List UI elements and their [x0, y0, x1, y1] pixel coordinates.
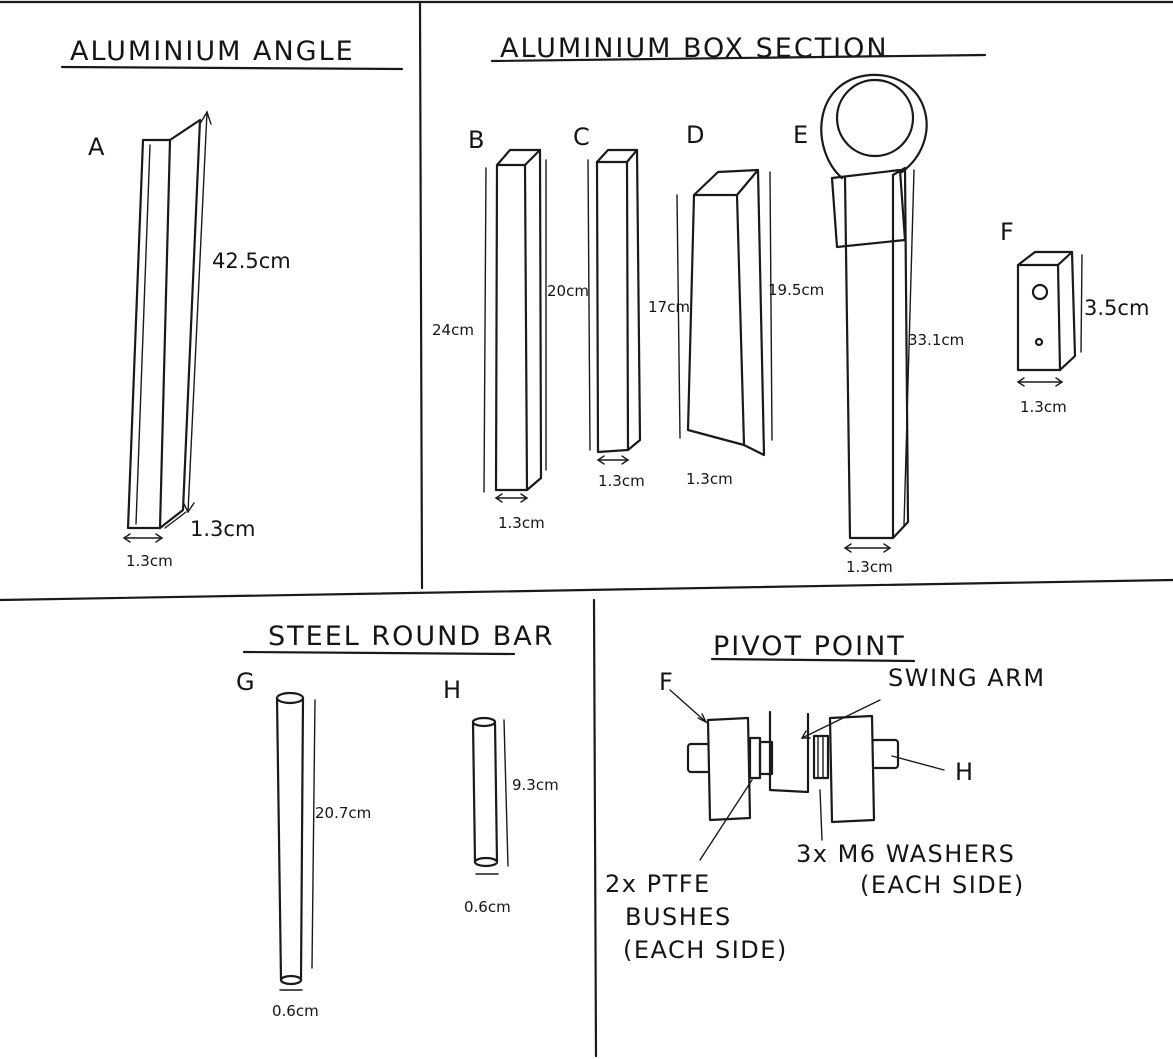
- part-g-length-label: 20.7cm: [315, 804, 371, 822]
- part-h-diameter-label: 0.6cm: [464, 898, 511, 916]
- part-h-length-label: 9.3cm: [512, 776, 559, 794]
- part-e-length-label: 33.1cm: [908, 331, 964, 349]
- pivot-label-bushes-1: 2x PTFE: [605, 870, 711, 898]
- title-steel-round-bar: STEEL ROUND BAR: [268, 621, 554, 652]
- part-a-length-label: 42.5cm: [212, 249, 291, 273]
- title-underline: [242, 650, 516, 656]
- pivot-label-washers-2: (EACH SIDE): [860, 871, 1025, 899]
- part-e-swing-arm: E 33.1cm 1.3cm: [793, 73, 964, 576]
- pivot-label-bushes-2: BUSHES: [625, 903, 732, 931]
- part-d-box: D 19.5cm 1.3cm: [676, 121, 824, 488]
- part-a-depth-label: 1.3cm: [190, 517, 255, 541]
- part-e-letter: E: [793, 121, 808, 149]
- pivot-label-bushes-3: (EACH SIDE): [623, 936, 788, 964]
- part-a-angle: A 42.5cm 1.3cm 1.3cm: [88, 110, 291, 570]
- pivot-label-h: H: [955, 758, 975, 786]
- part-b-width-label: 1.3cm: [498, 514, 545, 532]
- part-f-letter: F: [1000, 218, 1014, 246]
- part-d-length-label: 19.5cm: [768, 281, 824, 299]
- part-c-width-label: 1.3cm: [598, 472, 645, 490]
- pivot-label-swing-arm: SWING ARM: [888, 664, 1046, 692]
- part-c-box: C 17cm 1.3cm: [573, 123, 690, 490]
- pivot-label-washers-1: 3x M6 WASHERS: [796, 840, 1015, 868]
- title-underline: [710, 657, 916, 663]
- part-f-length-label: 3.5cm: [1084, 296, 1149, 320]
- part-b-box: B 24cm 20cm 1.3cm: [432, 126, 589, 532]
- part-h-letter: H: [443, 676, 461, 704]
- part-g-letter: G: [236, 668, 255, 696]
- part-c-letter: C: [573, 123, 590, 151]
- title-aluminium-angle: ALUMINIUM ANGLE: [70, 36, 355, 67]
- part-g-round-bar: G 20.7cm 0.6cm: [236, 668, 371, 1020]
- part-a-width-label: 1.3cm: [126, 552, 173, 570]
- part-b-length-label: 24cm: [432, 321, 474, 339]
- part-f-width-label: 1.3cm: [1020, 398, 1067, 416]
- part-d-letter: D: [686, 121, 704, 149]
- part-h-round-bar: H 9.3cm 0.6cm: [443, 676, 559, 916]
- title-underline: [60, 65, 404, 71]
- part-a-letter: A: [88, 133, 105, 161]
- title-underline: [490, 53, 987, 63]
- part-g-diameter-label: 0.6cm: [272, 1002, 319, 1020]
- part-e-width-label: 1.3cm: [846, 558, 893, 576]
- title-pivot-point: PIVOT POINT: [713, 631, 906, 662]
- part-c-length-label: 17cm: [648, 298, 690, 316]
- part-b-inner-label: 20cm: [547, 282, 589, 300]
- pivot-assembly: F SWING ARM H 2x PTFE BUSHES (EACH SIDE)…: [605, 664, 1046, 964]
- part-d-width-label: 1.3cm: [686, 470, 733, 488]
- part-f-block: F 3.5cm 1.3cm: [1000, 218, 1149, 416]
- pivot-label-f: F: [659, 668, 674, 696]
- part-b-letter: B: [468, 126, 484, 154]
